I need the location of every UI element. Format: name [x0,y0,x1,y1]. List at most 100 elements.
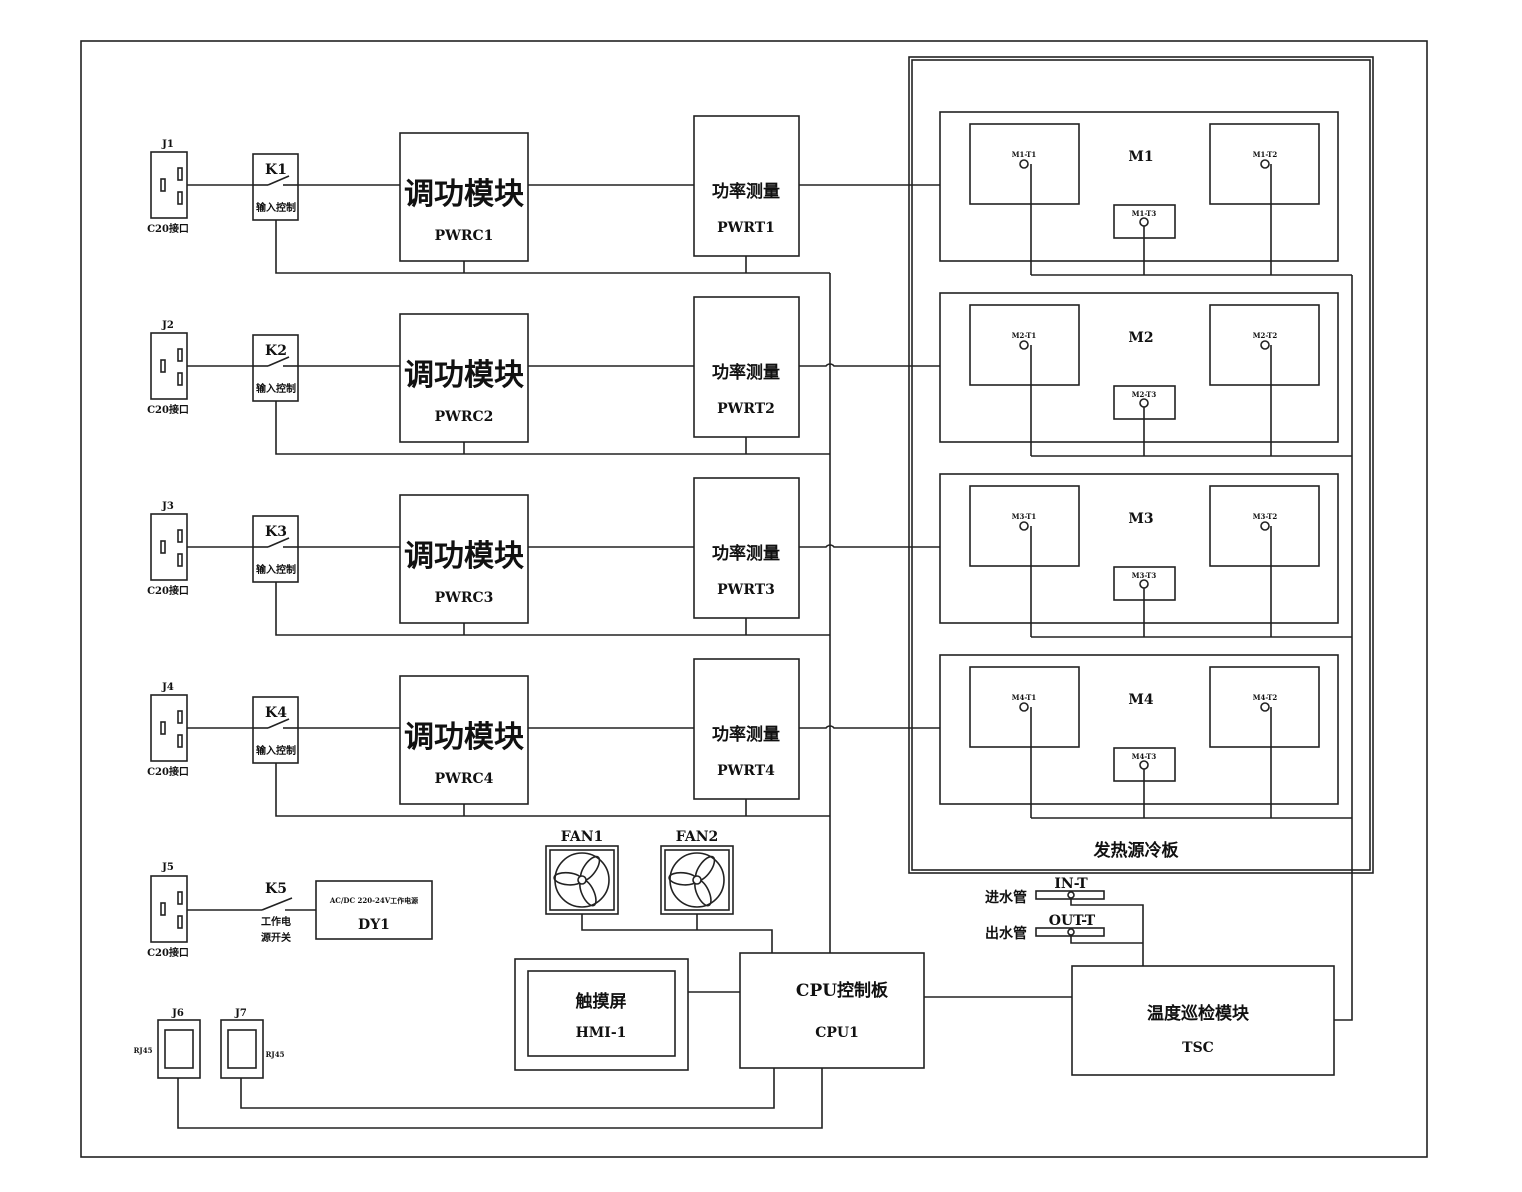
rj45-j6-label: RJ45 [134,1046,153,1055]
pwrt-title: 功率测量 [712,543,780,564]
sensor-t1-icon [1019,340,1029,350]
connector-id: J5 [161,862,174,873]
power-measurement-module [693,658,800,800]
sensor-t2-icon [1260,702,1270,712]
sensor-t3-label: M3-T3 [1132,571,1157,580]
inlet-sensor-label: IN-T [1054,876,1088,892]
tsc-id: TSC [1182,1040,1214,1056]
sensor-t3-label: M2-T3 [1132,390,1157,399]
pwrt-title: 功率测量 [712,724,780,745]
k5-id: K5 [265,881,287,897]
pwrt-title: 功率测量 [712,181,780,202]
sensor-t1-icon [1019,521,1029,531]
sensor-t2-label: M1-T2 [1253,150,1278,159]
pwrc-id: PWRC1 [435,228,494,244]
sensor-t1-icon [1019,159,1029,169]
k5-label-2: 源开关 [261,931,291,944]
sensor-t1-label: M2-T1 [1012,331,1037,340]
fan2: FAN2 [660,829,734,915]
power-measurement-module [693,477,800,619]
pwrc-title: 调功模块 [404,358,524,393]
module-id: M1 [1128,149,1153,165]
sensor-t2-label: M2-T2 [1253,331,1278,340]
c20-connector [150,332,188,400]
power-supply-id: DY1 [358,917,390,933]
sensor-t3-icon [1139,760,1149,770]
c20-connector [150,875,188,943]
inlet-pipe-label: 进水管 [985,889,1027,906]
input-switch [252,334,299,402]
fan-icon [553,852,610,908]
sensor-t1-label: M1-T1 [1012,150,1037,159]
tsc-module [1071,965,1335,1076]
coldplate-frame-inner [911,59,1371,871]
switch-id: K1 [265,162,287,178]
pwrt-id: PWRT2 [717,401,775,417]
module-id: M3 [1128,511,1153,527]
c20-connector [150,694,188,762]
switch-id: K2 [265,343,287,359]
input-switch [252,153,299,221]
switch-id: K3 [265,524,287,540]
pwrc-id: PWRC4 [435,771,494,787]
c20-connector [150,513,188,581]
coldplate-frame-outer [908,56,1374,874]
cpu-title: CPU控制板 [796,980,889,1001]
switch-label: 输入控制 [256,563,296,576]
connector-label: C20接口 [147,584,189,597]
switch-label: 输入控制 [256,201,296,214]
cpu-board [739,952,925,1069]
hmi-title: 触摸屏 [575,991,627,1012]
pwrc-title: 调功模块 [404,177,524,212]
pwrt-title: 功率测量 [712,362,780,383]
sensor-t1-label: M4-T1 [1012,693,1037,702]
sensor-t2-icon [1260,521,1270,531]
tsc-title: 温度巡检模块 [1147,1003,1250,1024]
k5-label-1: 工作电 [261,915,291,928]
sensor-t3-label: M1-T3 [1132,209,1157,218]
c20-connector [150,151,188,219]
sensor-t2-icon [1260,159,1270,169]
sensor-t1-icon [1019,702,1029,712]
outlet-pipe-label: 出水管 [985,925,1027,942]
power-regulation-module [399,313,529,443]
rj45-j6-id: J6 [171,1008,184,1019]
sensor-t3-icon [1139,579,1149,589]
j5-row: J5 C20接口 K5 工作电 源开关 AC/DC 220-24V工作电源 DY… [147,862,433,959]
sensor-t3-icon [1139,398,1149,408]
rj45-j6: J6 RJ45 [134,1008,201,1079]
sensor-t3-icon [1139,217,1149,227]
hmi-id: HMI-1 [576,1025,627,1041]
connector-id: J3 [161,501,174,512]
pwrc-title: 调功模块 [404,720,524,755]
module-id: M2 [1128,330,1153,346]
connector-label: C20接口 [147,403,189,416]
power-supply-box [315,880,433,940]
sensor-t2-label: M4-T2 [1253,693,1278,702]
power-regulation-module [399,675,529,805]
rj45-j7: J7 RJ45 [220,1008,285,1079]
coldplate-label: 发热源冷板 [1093,840,1180,861]
cpu-id: CPU1 [815,1025,859,1041]
outlet-pipe: 出水管 OUT-T [985,913,1105,942]
switch-id: K4 [265,705,287,721]
connector-id: J1 [161,139,174,150]
sensor-t2-icon [1260,340,1270,350]
fan1-label: FAN1 [561,829,604,845]
connector-id: J4 [161,682,174,693]
fan1: FAN1 [545,829,619,915]
connector-label: C20接口 [147,946,189,959]
sensor-t3-label: M4-T3 [1132,752,1157,761]
module-id: M4 [1128,692,1153,708]
connector-label: C20接口 [147,222,189,235]
pwrc-title: 调功模块 [404,539,524,574]
outlet-sensor-label: OUT-T [1049,913,1096,929]
sensor-t2-label: M3-T2 [1253,512,1278,521]
fan2-label: FAN2 [676,829,719,845]
hmi-frame [514,958,689,1071]
connector-id: J2 [161,320,174,331]
